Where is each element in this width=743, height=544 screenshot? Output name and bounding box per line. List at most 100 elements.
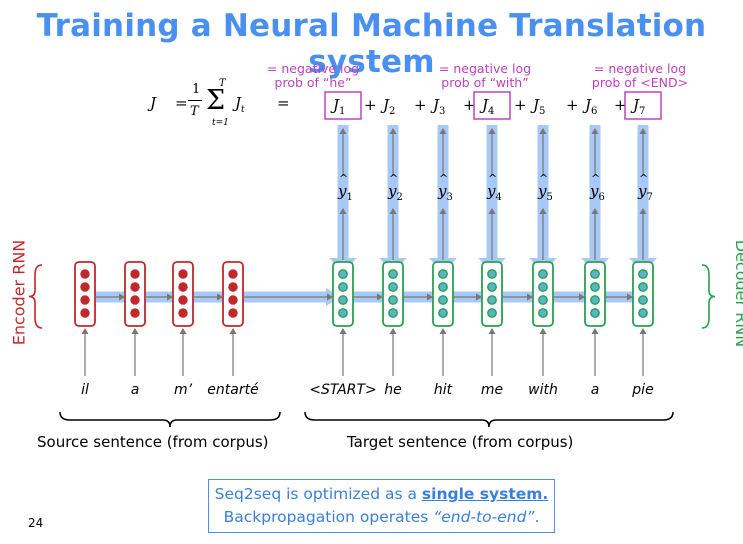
decoder-neuron-4-1 <box>487 269 497 279</box>
formula-sum-lower: t=1 <box>212 118 229 128</box>
formula-equals: = <box>175 94 188 112</box>
output-arrow-7-head <box>639 208 647 214</box>
output-arrow-2-head <box>389 208 397 214</box>
note-he: = negative log prob of “he” <box>228 62 398 90</box>
output-yhat-4: ^y4 <box>487 172 502 203</box>
formula-fraction-bar <box>188 100 202 101</box>
source-word-2: a <box>130 382 140 398</box>
loss-plus-2: + <box>364 96 377 114</box>
input-arrow-8-head <box>488 328 496 334</box>
output-arrow-3-head <box>439 208 447 214</box>
decoder-brace <box>701 264 716 329</box>
recurrent-arrow-3-head <box>217 293 223 301</box>
page-number: 24 <box>28 516 44 530</box>
encoder-cell-4 <box>222 261 244 327</box>
formula-numerator: 1 <box>192 82 201 97</box>
encoder-neuron-1-2 <box>80 282 90 292</box>
encoder-rnn-label: Encoder RNN <box>9 239 29 346</box>
loss-term-3: J3 <box>433 96 445 117</box>
summary-line2-end: . <box>534 508 540 526</box>
formula-sigma: Σ <box>206 85 226 116</box>
loss-highlight-box-4 <box>473 91 511 120</box>
formula-equals-2: = <box>277 94 290 112</box>
loss-term-sub: 7 <box>639 106 646 117</box>
decoder-neuron-1-1 <box>338 269 348 279</box>
yhat-sub: 2 <box>396 192 403 203</box>
recurrent-arrow-6-head <box>427 293 433 301</box>
input-arrow-6-head <box>389 328 397 334</box>
encoder-neuron-2-4 <box>130 308 140 318</box>
summary-line2-text: Backpropagation operates <box>223 508 434 526</box>
loss-term-label: J <box>433 96 440 114</box>
formula-sum-upper: T <box>219 78 226 89</box>
yhat-label: y <box>538 182 547 200</box>
loss-term-sub: 6 <box>591 106 598 117</box>
note-he-line1: = negative log <box>266 61 360 76</box>
recurrent-arrow-8-head <box>527 293 533 301</box>
decoder-neuron-3-3 <box>438 295 448 305</box>
decoder-neuron-3-2 <box>438 282 448 292</box>
formula-jt-base: J <box>235 94 242 112</box>
encoder-cell-2 <box>124 261 146 327</box>
decoder-neuron-5-1 <box>538 269 548 279</box>
target-word-5: with <box>528 382 558 398</box>
input-arrow-2-head <box>131 328 139 334</box>
loss-arrow-6-head <box>591 128 599 134</box>
loss-term-2: J2 <box>383 96 395 117</box>
note-end-line1: = negative log <box>593 61 687 76</box>
loss-term-sub: 5 <box>539 106 546 117</box>
loss-arrow-3-head <box>439 128 447 134</box>
decoder-neuron-1-4 <box>338 308 348 318</box>
loss-term-6: J6 <box>585 96 597 117</box>
hat-mark: ^ <box>439 172 449 185</box>
note-he-line2: prob of “he” <box>274 75 352 90</box>
target-word-2: he <box>384 382 402 398</box>
hat-mark: ^ <box>389 172 399 185</box>
under-layer <box>78 125 657 306</box>
decoder-rnn-label: Decoder RNN <box>732 239 743 348</box>
summary-line-1: Seq2seq is optimized as a single system. <box>209 485 554 503</box>
loss-term-label: J <box>633 96 640 114</box>
loss-arrow-4-head <box>488 128 496 134</box>
summary-box: Seq2seq is optimized as a single system.… <box>208 479 555 533</box>
loss-highlight-box-7 <box>624 91 662 120</box>
encoder-cell-3 <box>172 261 194 327</box>
yhat-label: y <box>590 182 599 200</box>
recurrent-arrow-4-head <box>327 293 333 301</box>
encoder-neuron-1-3 <box>80 295 90 305</box>
encoder-neuron-3-2 <box>178 282 188 292</box>
output-yhat-6: ^y6 <box>590 172 605 203</box>
yhat-sub: 1 <box>346 192 353 203</box>
output-arrow-1-head <box>339 208 347 214</box>
input-arrow-7-head <box>439 328 447 334</box>
loss-term-5: J5 <box>533 96 545 117</box>
summary-line1-link[interactable]: single system. <box>421 485 549 503</box>
decoder-neuron-4-2 <box>487 282 497 292</box>
yhat-sub: 3 <box>446 192 453 203</box>
decoder-neuron-2-2 <box>388 282 398 292</box>
target-word-6: a <box>590 382 600 398</box>
yhat-sub: 5 <box>546 192 553 203</box>
hat-mark: ^ <box>591 172 601 185</box>
loss-arrow-5-head <box>539 128 547 134</box>
decoder-neuron-2-3 <box>388 295 398 305</box>
source-word-1: il <box>81 382 89 398</box>
target-word-1: <START> <box>309 382 377 398</box>
decoder-neuron-6-4 <box>590 308 600 318</box>
recurrent-arrow-9-head <box>579 293 585 301</box>
decoder-cell-5 <box>532 261 554 327</box>
decoder-neuron-5-3 <box>538 295 548 305</box>
loss-term-1: J1 <box>333 96 345 117</box>
loss-highlight-box-1 <box>324 91 362 120</box>
encoder-cell-1 <box>74 261 96 327</box>
output-yhat-3: ^y3 <box>438 172 453 203</box>
note-with: = negative log prob of “with” <box>400 62 570 90</box>
output-yhat-7: ^y7 <box>638 172 653 203</box>
encoder-neuron-3-3 <box>178 295 188 305</box>
encoder-neuron-3-1 <box>178 269 188 279</box>
input-arrow-5-head <box>339 328 347 334</box>
loss-plus-7: + <box>614 96 627 114</box>
yhat-sub: 4 <box>495 192 502 203</box>
hat-mark: ^ <box>488 172 498 185</box>
